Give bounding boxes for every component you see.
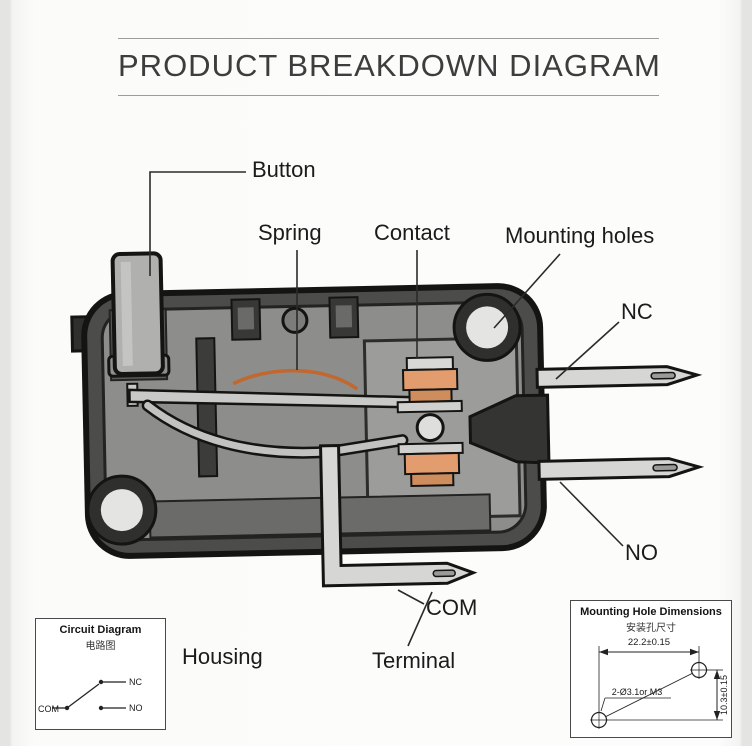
mounting-dimension-drawing: 22.2±0.15 2-Ø3.1or M3 10.3±0.15	[590, 637, 729, 729]
mounting-box-title: Mounting Hole Dimensions	[580, 606, 722, 618]
leader-com	[397, 589, 425, 605]
circuit-box-title: Circuit Diagram	[59, 624, 142, 636]
schematic-com-label: COM	[38, 704, 59, 714]
button-plunger	[107, 251, 171, 378]
leader-terminal	[407, 591, 433, 647]
label-mounting-holes: Mounting holes	[505, 223, 655, 248]
width-dimension-label: 22.2±0.15	[628, 637, 670, 648]
label-spring: Spring	[258, 220, 322, 245]
nc-terminal	[535, 365, 703, 389]
leader-lines	[149, 171, 624, 647]
title-rule-top	[118, 38, 659, 39]
mounting-box-subtitle: 安装孔尺寸	[626, 623, 676, 634]
contact-upper	[396, 356, 463, 414]
leader-nc	[555, 321, 620, 380]
label-contact: Contact	[374, 220, 450, 245]
anchor-slot-left	[237, 307, 255, 330]
mounting-hole-bottom	[86, 474, 158, 546]
com-terminal	[319, 443, 478, 588]
label-terminal: Terminal	[372, 648, 456, 673]
internal-post	[195, 337, 219, 478]
title-block: PRODUCT BREAKDOWN DIAGRAM	[118, 38, 661, 96]
label-no: NO	[625, 540, 658, 565]
label-button: Button	[252, 157, 316, 182]
circuit-schematic: COM NC NO	[38, 677, 143, 714]
hole-dimension-label: 2-Ø3.1or M3	[612, 687, 663, 697]
schematic-no-label: NO	[129, 703, 143, 713]
leader-button	[149, 171, 246, 276]
moving-contact-disc	[415, 413, 445, 443]
switch-illustration	[70, 251, 705, 588]
anchor-slot-right	[335, 305, 353, 328]
com-pivot	[64, 705, 70, 711]
circuit-diagram-box: Circuit Diagram 电路图 COM NC NO	[35, 618, 166, 730]
spring-wire	[232, 368, 359, 391]
contact-lower	[397, 441, 464, 488]
label-com: COM	[426, 595, 478, 620]
lower-arm	[144, 402, 406, 457]
mounting-dimensions-box: Mounting Hole Dimensions 安装孔尺寸	[570, 600, 732, 738]
nc-contact-dot	[98, 679, 104, 685]
circuit-box-subtitle: 电路图	[85, 641, 116, 652]
schematic-nc-label: NC	[129, 677, 142, 687]
title-rule-bottom	[118, 95, 659, 96]
bottom-band	[148, 493, 492, 539]
mounting-hole-top	[452, 292, 522, 362]
no-contact-dot	[98, 705, 104, 711]
label-housing: Housing	[182, 644, 263, 669]
no-terminal	[537, 457, 705, 481]
label-nc: NC	[621, 299, 653, 324]
leader-mounting-holes	[493, 253, 561, 329]
height-dimension-label: 10.3±0.15	[719, 675, 729, 715]
top-hole	[281, 306, 309, 334]
page-title: PRODUCT BREAKDOWN DIAGRAM	[118, 48, 661, 83]
leader-no	[559, 481, 624, 547]
